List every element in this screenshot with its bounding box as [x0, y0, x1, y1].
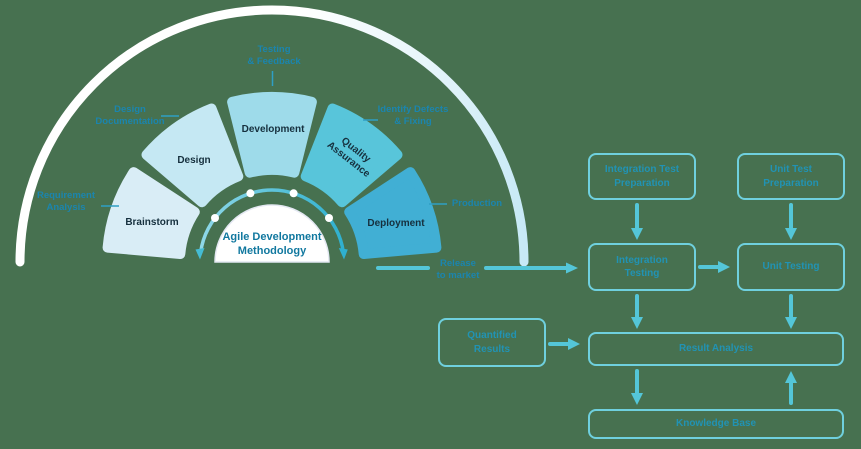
center-semicircle: [214, 204, 330, 263]
segment-deployment-shape: [344, 167, 442, 259]
segment-label-deployment: Deployment: [367, 218, 425, 229]
release-arrowhead-icon: [566, 262, 578, 274]
node-integration-test-preparation: Integration Test Preparation: [588, 153, 696, 200]
node-unit-test-preparation: Unit Test Preparation: [737, 153, 845, 200]
node-unit-testing: Unit Testing: [737, 243, 845, 291]
diagram-title: Agile Development Methodology: [222, 231, 322, 257]
annotation-design-documentation: Design Documentation: [95, 104, 165, 128]
segment-label-development: Development: [241, 124, 305, 135]
cycle-dot: [289, 189, 298, 198]
annotation-requirement-analysis: Requirement Analysis: [36, 190, 96, 214]
cycle-arc: [198, 188, 346, 253]
segment-development-shape: [227, 92, 317, 178]
arrowhead-it-to-ra-icon: [631, 317, 643, 329]
node-integration-testing: Integration Testing: [588, 243, 696, 291]
segment-label-design: Design: [177, 155, 211, 166]
cycle-dot: [325, 214, 333, 222]
node-result-analysis: Result Analysis: [588, 332, 844, 366]
arrowhead-kb-to-ra-icon: [785, 371, 797, 383]
arrowhead-qr-to-ra-icon: [568, 338, 580, 350]
cycle-arrowhead-left-icon: [195, 248, 205, 260]
arrowhead-it-to-ut-icon: [718, 261, 730, 273]
annotation-identify-defects: Identify Defects & Fixing: [377, 104, 449, 128]
cycle-dot: [211, 214, 219, 222]
annotation-production: Production: [451, 198, 503, 209]
segment-label-brainstorm: Brainstorm: [125, 217, 179, 228]
segment-design-shape: [141, 103, 244, 208]
cycle-dot: [246, 189, 255, 198]
arrowhead-itp-to-it-icon: [631, 228, 643, 240]
cycle-arrowhead-right-icon: [338, 248, 348, 260]
outer-ring-arc: [15, 5, 529, 267]
segment-brainstorm-shape: [102, 167, 200, 259]
annotation-testing-feedback: Testing & Feedback: [247, 44, 301, 68]
arrowhead-ra-to-kb-icon: [631, 393, 643, 405]
node-quantified-results: Quantified Results: [438, 318, 546, 367]
annotation-release-to-market: Release to market: [436, 258, 480, 282]
node-knowledge-base: Knowledge Base: [588, 409, 844, 439]
segment-quality-assurance-shape: [300, 103, 403, 208]
arrowhead-ut-to-ra-icon: [785, 317, 797, 329]
arrowhead-utp-to-ut-icon: [785, 228, 797, 240]
